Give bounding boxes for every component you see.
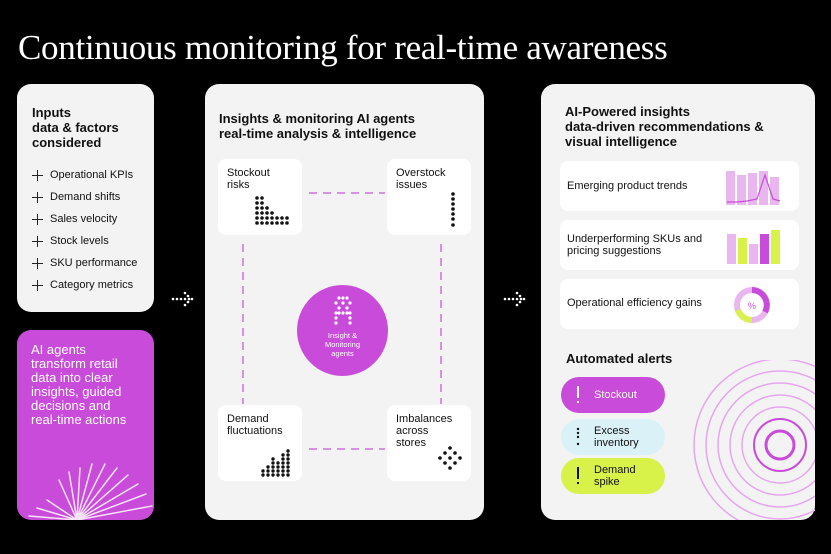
- plus-icon: [32, 191, 43, 203]
- overstock-issues-node: Overstock issues: [387, 159, 471, 235]
- ai-agents-description: AI agents transform retail data into cle…: [31, 342, 127, 427]
- percent-symbol: %: [748, 301, 756, 311]
- list-item: Demand shifts: [32, 186, 154, 208]
- exclamation-icon: [577, 467, 579, 484]
- underperforming-skus-row: Underperforming SKUs and pricing suggest…: [560, 220, 799, 270]
- overstock-dots-icon: [451, 192, 455, 227]
- exclamation-icon: [577, 386, 579, 403]
- list-item: Category metrics: [32, 274, 154, 296]
- monitoring-agents-hub: Insight & Monitoring agents: [297, 285, 388, 376]
- dotted-arrow-icon: [503, 291, 526, 307]
- operational-efficiency-row: Operational efficiency gains %: [560, 279, 799, 329]
- signal-rings-icon: [693, 360, 815, 520]
- exclamation-dotted-icon: [576, 427, 580, 446]
- alert-excess-inventory: Excess inventory: [561, 419, 665, 455]
- trend-chart-icon: [726, 171, 781, 205]
- inputs-list: Operational KPIs Demand shifts Sales vel…: [32, 164, 154, 296]
- list-item: Stock levels: [32, 230, 154, 252]
- dotted-arrow-icon: [171, 291, 194, 307]
- demand-fluctuations-node: Demand fluctuations: [218, 405, 302, 481]
- plus-icon: [32, 257, 43, 269]
- inputs-heading: Inputs data & factors considered: [32, 105, 119, 150]
- ai-insights-heading: AI-Powered insights data-driven recommen…: [565, 104, 764, 149]
- list-item: SKU performance: [32, 252, 154, 274]
- efficiency-donut-icon: %: [734, 287, 770, 323]
- sunburst-icon: [28, 463, 153, 520]
- alert-demand-spike: Demand spike: [561, 458, 665, 494]
- emerging-trends-row: Emerging product trends: [560, 161, 799, 211]
- agent-icon: [334, 296, 352, 325]
- inputs-card: Inputs data & factors considered Operati…: [17, 84, 154, 312]
- plus-icon: [32, 169, 43, 181]
- plus-icon: [32, 213, 43, 225]
- demand-bars-icon: [261, 449, 290, 477]
- imbalances-node: Imbalances across stores: [387, 405, 471, 481]
- excess-label: Excess inventory: [594, 425, 639, 449]
- demand-spike-label: Demand spike: [594, 464, 636, 488]
- stockout-risks-node: Stockout risks: [218, 159, 302, 235]
- sku-bars-icon: [727, 230, 780, 264]
- dashed-connector-lines: [242, 192, 442, 450]
- plus-icon: [32, 235, 43, 247]
- ai-agents-card: AI agents transform retail data into cle…: [17, 330, 154, 520]
- list-item: Operational KPIs: [32, 164, 154, 186]
- hub-label: Insight & Monitoring agents: [324, 331, 361, 358]
- list-item: Sales velocity: [32, 208, 154, 230]
- insights-heading: Insights & monitoring AI agents real-tim…: [219, 111, 417, 141]
- diamond-dots-icon: [438, 446, 462, 470]
- automated-alerts-title: Automated alerts: [566, 351, 673, 366]
- page-title: Continuous monitoring for real-time awar…: [18, 28, 668, 67]
- stockout-bars-icon: [255, 196, 289, 225]
- plus-icon: [32, 279, 43, 291]
- alert-stockout: Stockout: [561, 377, 665, 413]
- underperforming-label: Underperforming SKUs and pricing suggest…: [567, 233, 703, 257]
